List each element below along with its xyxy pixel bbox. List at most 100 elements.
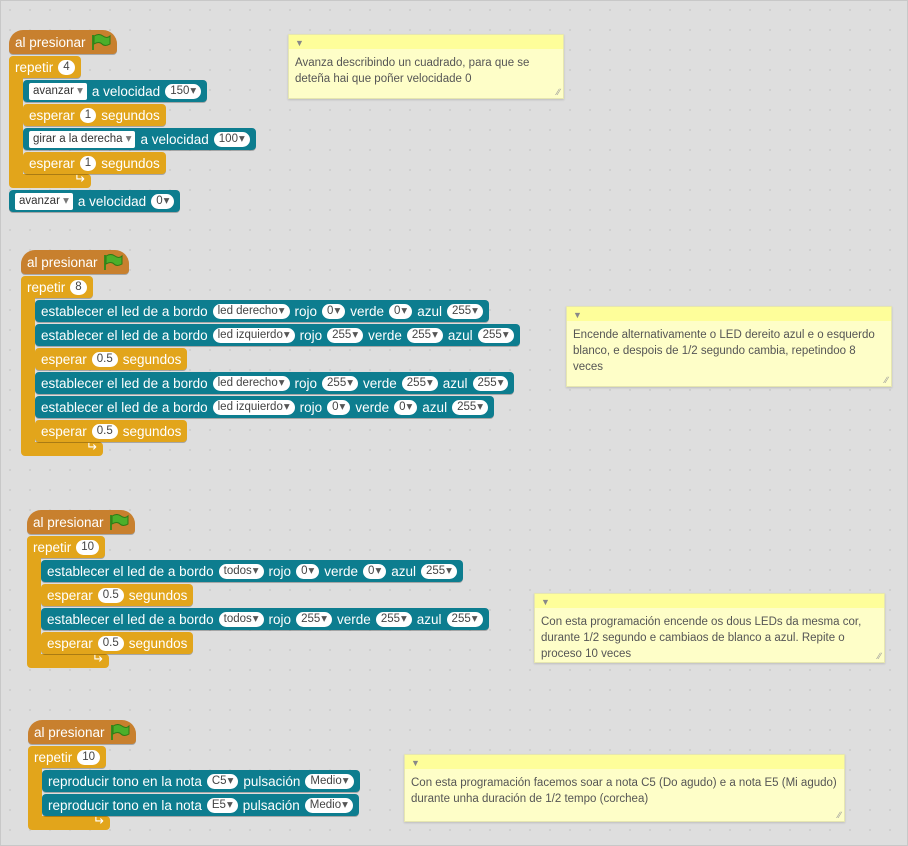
number-input[interactable]: 0.5	[97, 635, 124, 651]
dropdown-field[interactable]: 255	[327, 327, 364, 343]
dropdown-field[interactable]: 255	[420, 563, 457, 579]
repeat-count-input[interactable]: 10	[77, 749, 101, 765]
dropdown-field[interactable]: 255	[452, 399, 489, 415]
dropdown-field[interactable]: 255	[322, 375, 358, 391]
dropdown-field[interactable]: 255	[375, 611, 412, 627]
dropdown-field[interactable]: 100	[213, 131, 250, 147]
resize-grip-icon[interactable]: ∕∕	[884, 375, 888, 385]
dropdown-field[interactable]: 255	[477, 327, 514, 343]
dropdown-field[interactable]: Medio	[304, 797, 353, 813]
dropdown-field[interactable]: led izquierdo	[212, 327, 295, 343]
collapse-triangle-icon[interactable]: ▼	[573, 310, 582, 320]
dropdown-field[interactable]: 0	[394, 399, 418, 415]
dropdown-field[interactable]: led izquierdo	[212, 399, 295, 415]
repeat-label: repetir	[33, 539, 72, 555]
number-input[interactable]: 0.5	[91, 351, 118, 367]
dropdown-field[interactable]: 255	[296, 611, 333, 627]
dropdown-field[interactable]: girar a la derecha	[29, 130, 136, 148]
comment-text[interactable]: Con esta programación encende os dous LE…	[541, 616, 862, 660]
when-flag-clicked-block[interactable]: al presionar	[28, 720, 136, 744]
repeat-count-input[interactable]: 4	[58, 59, 75, 75]
dropdown-field[interactable]: 0	[389, 303, 413, 319]
comment-header[interactable]: ▼	[567, 307, 891, 321]
action-block[interactable]: reproducir tono en la notaE5pulsaciónMed…	[42, 794, 359, 816]
dropdown-field[interactable]: avanzar	[29, 82, 87, 100]
dropdown-field[interactable]: 255	[401, 375, 438, 391]
repeat-count-input[interactable]: 10	[76, 539, 100, 555]
dropdown-field[interactable]: 0	[363, 563, 387, 579]
comment-text[interactable]: Con esta programación facemos soar a not…	[411, 777, 837, 805]
resize-grip-icon[interactable]: ∕∕	[877, 651, 881, 661]
comment-note[interactable]: ▼ Con esta programación facemos soar a no…	[404, 754, 845, 822]
block-label: rojo	[268, 563, 292, 579]
block-label: azul	[417, 303, 442, 319]
number-input[interactable]: 1	[79, 107, 97, 123]
comment-text[interactable]: Avanza describindo un cuadrado, para que…	[295, 57, 530, 85]
action-block[interactable]: establecer el led de a bordotodosrojo255…	[41, 608, 489, 630]
resize-grip-icon[interactable]: ∕∕	[837, 810, 841, 820]
when-flag-clicked-block[interactable]: al presionar	[9, 30, 117, 54]
dropdown-field[interactable]: 0	[322, 303, 346, 319]
action-block[interactable]: establecer el led de a bordotodosrojo0ve…	[41, 560, 463, 582]
dropdown-field[interactable]: 255	[446, 611, 483, 627]
comment-note[interactable]: ▼ Con esta programación encende os dous L…	[534, 593, 885, 663]
comment-note[interactable]: ▼ Encende alternativamente o LED dereito …	[566, 306, 892, 387]
dropdown-field[interactable]: todos	[218, 611, 264, 627]
dropdown-field[interactable]: E5	[206, 797, 238, 813]
when-flag-clicked-block[interactable]: al presionar	[27, 510, 135, 534]
hat-label: al presionar	[15, 34, 86, 50]
number-input[interactable]: 0.5	[97, 587, 124, 603]
dropdown-field[interactable]: led derecho	[212, 303, 290, 319]
collapse-triangle-icon[interactable]: ▼	[295, 38, 304, 48]
number-input[interactable]: 0.5	[91, 423, 118, 439]
dropdown-field[interactable]: 255	[472, 375, 509, 391]
dropdown-field[interactable]: 255	[446, 303, 483, 319]
dropdown-field[interactable]: C5	[206, 773, 239, 789]
dropdown-field[interactable]: 150	[165, 83, 202, 99]
dropdown-field[interactable]: 0	[296, 563, 320, 579]
comment-header[interactable]: ▼	[289, 35, 563, 49]
block-label: segundos	[101, 107, 160, 123]
collapse-triangle-icon[interactable]: ▼	[411, 758, 420, 768]
comment-note[interactable]: ▼ Avanza describindo un cuadrado, para qu…	[288, 34, 564, 99]
dropdown-field[interactable]: todos	[218, 563, 264, 579]
number-input[interactable]: 1	[79, 155, 97, 171]
resize-grip-icon[interactable]: ∕∕	[556, 87, 560, 97]
action-block[interactable]: reproducir tono en la notaC5pulsaciónMed…	[42, 770, 360, 792]
block-label: segundos	[122, 351, 182, 367]
block-label: segundos	[122, 423, 182, 439]
dropdown-field[interactable]: 0	[151, 193, 175, 209]
dropdown-field[interactable]: avanzar	[15, 192, 73, 210]
comment-text[interactable]: Encende alternativamente o LED dereito a…	[573, 329, 875, 373]
comment-header[interactable]: ▼	[535, 594, 884, 608]
collapse-triangle-icon[interactable]: ▼	[541, 597, 550, 607]
block-label: establecer el led de a bordo	[47, 563, 214, 579]
dropdown-field[interactable]: 0	[327, 399, 351, 415]
dropdown-field[interactable]: led derecho	[212, 375, 290, 391]
comment-header[interactable]: ▼	[405, 755, 844, 769]
dropdown-field[interactable]: Medio	[305, 773, 354, 789]
repeat-count-input[interactable]: 8	[70, 279, 87, 295]
repeat-c-arm	[27, 556, 41, 656]
block-label: esperar	[47, 587, 93, 603]
when-flag-clicked-block[interactable]: al presionar	[21, 250, 129, 274]
green-flag-icon	[109, 514, 129, 530]
dropdown-field[interactable]: 255	[406, 327, 443, 343]
